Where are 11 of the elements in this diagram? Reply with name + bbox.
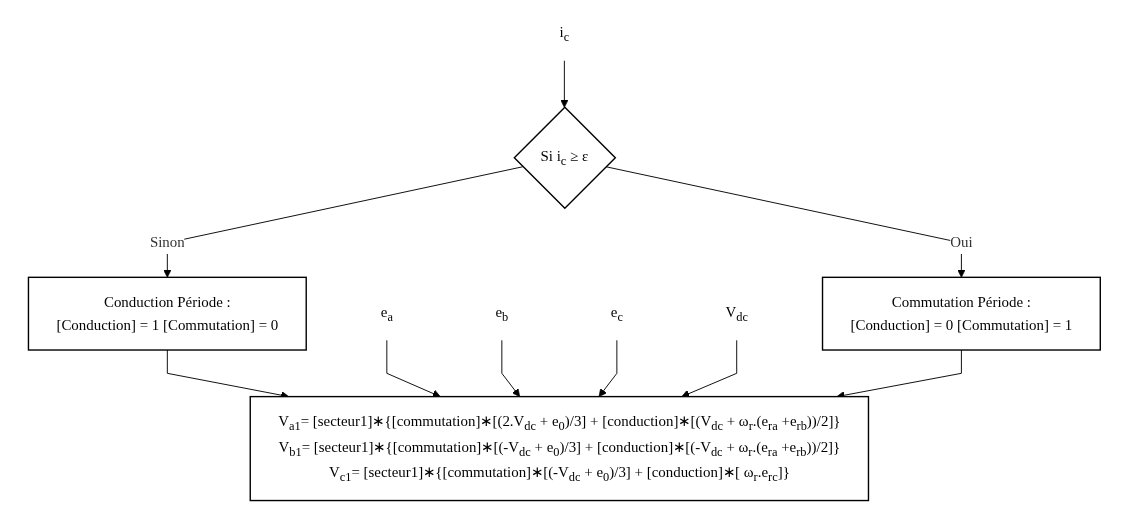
node-text: e$_{c}$ [610,303,624,324]
node-text: e$_{b}$ [495,303,509,324]
node-text: V$_{dc}$ [725,303,749,324]
node-text: e$_{a}$ [380,303,394,324]
node-box: Commutation Période : [Conduction] = 0 [Commutation] = 1 [821,276,1102,351]
edge-label: Oui [950,234,973,251]
node-box: V$_{a1}$= [secteur1]∗{[commutation]∗[(2.V$_{dc}$ + e$_{0}$)/3] + [conduction]∗[(V$_{dc}$ + ω$_{r}$.(e$_{ra}$ +e$_{rb}$))/2]} V$_{b1}$= [secteur1]∗{[commutation]∗[(-V$_{dc}$ + e$_{0}$)/3] + [conduction]∗[(-V$_{dc}$ + ω$_{r}$.(e$_{ra}$ +e$_{rb}$))/2]} V$_{c1}$= [secteur1]∗{[commutation]∗[(-V$_{dc}$ + e$_{0}$)/3] + [conduction]∗[ ω$_{r}$.e$_{rc}$]} [249,395,870,502]
node-box: Conduction Période : [Conduction] = 1 [Commutation] = 0 [27,276,308,351]
node-diamond: Si i$_{c}$ ≥ ε [513,106,617,210]
node-text: i$_{c}$ [559,24,570,44]
edge-label: Sinon [150,234,185,251]
